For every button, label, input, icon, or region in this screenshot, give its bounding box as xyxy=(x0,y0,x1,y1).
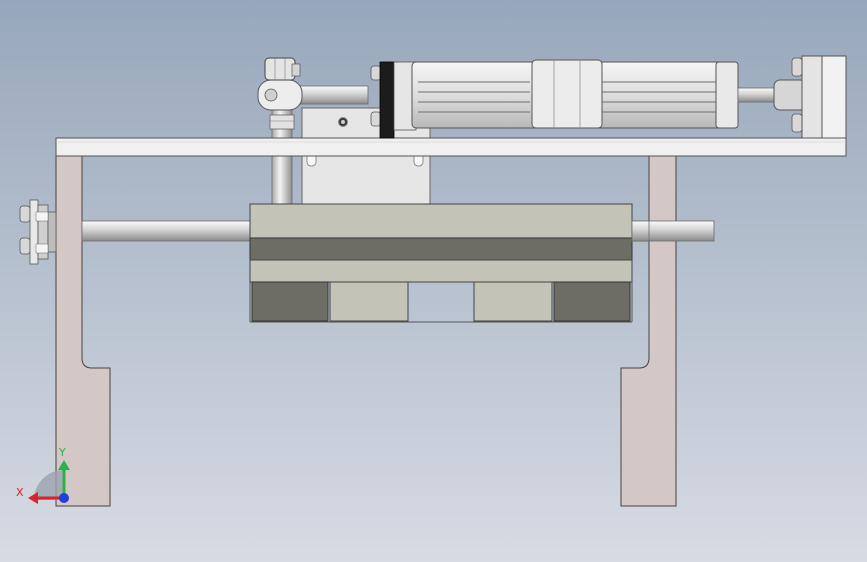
slide-foot-4 xyxy=(553,281,631,322)
cylinder-rear-cap xyxy=(370,65,382,81)
cylinder-black-seal xyxy=(379,61,395,139)
y-axis-label: Y xyxy=(58,446,66,459)
x-axis-label: X xyxy=(16,486,24,499)
z-axis-dot xyxy=(59,493,69,503)
piston-rod xyxy=(737,87,779,103)
cylinder-clevis[interactable] xyxy=(257,57,369,111)
slide-block-middle-layer xyxy=(249,237,633,261)
post-collar xyxy=(269,114,295,130)
coordinate-triad: X Y xyxy=(16,446,70,504)
cylinder-front-cap xyxy=(715,61,739,129)
right-end-plate[interactable] xyxy=(791,55,847,139)
slide-block-top-layer xyxy=(249,203,633,239)
cylinder-middle-collar xyxy=(531,59,603,129)
slide-block-assembly[interactable] xyxy=(249,203,650,323)
left-frame-leg[interactable] xyxy=(55,149,111,507)
pneumatic-cylinder[interactable] xyxy=(370,59,807,139)
slide-foot-3 xyxy=(473,281,553,322)
slide-foot-1 xyxy=(251,281,329,322)
top-mounting-plate[interactable] xyxy=(55,137,847,157)
slide-foot-2 xyxy=(329,281,409,322)
left-rod-flange[interactable] xyxy=(19,199,57,265)
rod-end-block xyxy=(773,79,807,111)
slide-block-bottom-layer xyxy=(249,259,633,283)
